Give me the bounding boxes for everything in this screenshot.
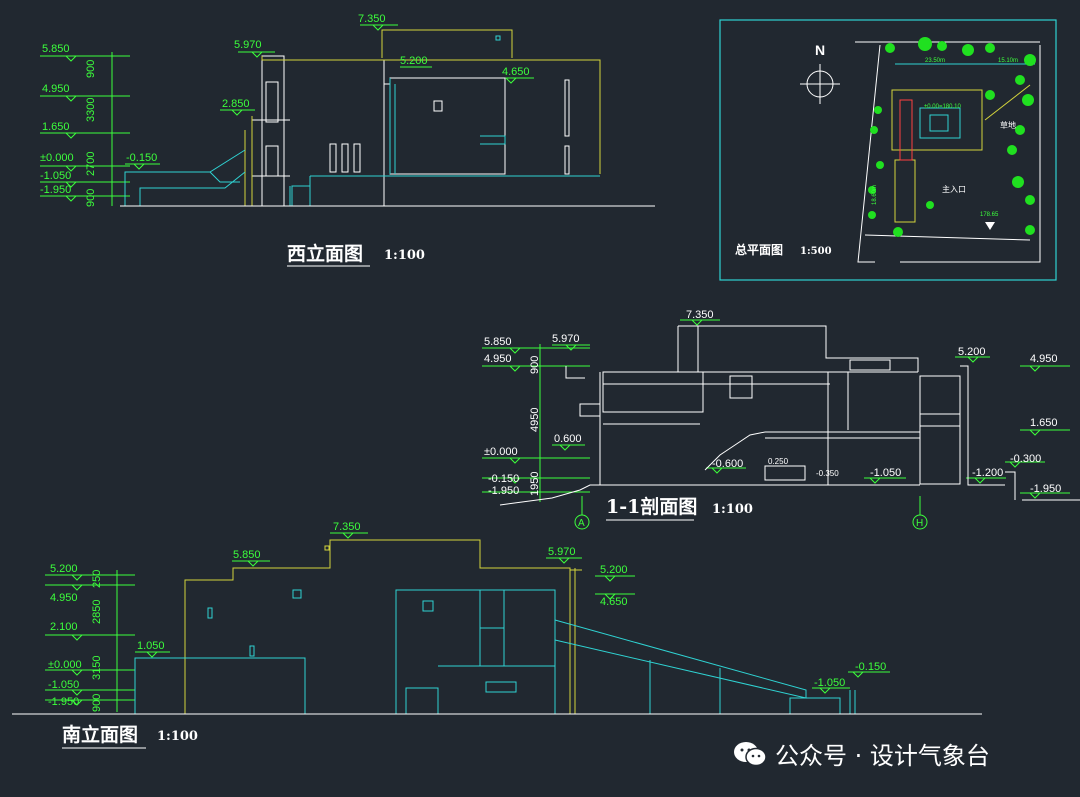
- sec-dim-4950: 4950: [529, 408, 541, 432]
- south-dim-900: 900: [91, 694, 103, 712]
- site-dim-2: 15.10m: [998, 58, 1018, 64]
- sec-right-m1950: -1.950: [1030, 483, 1061, 495]
- sec-right-1650: 1.650: [1030, 417, 1058, 429]
- sec-inner-m0600: -0.600: [712, 458, 743, 470]
- sec-inner-m1050: -1.050: [870, 467, 901, 479]
- south-level-0000: ±0.000: [48, 659, 82, 671]
- south-right-4650: 4.650: [600, 596, 628, 608]
- north-arrow-label: N: [815, 42, 825, 58]
- west-roof-2850: 2.850: [222, 98, 250, 110]
- section-scale: 1:100: [712, 502, 753, 517]
- west-level-1650: 1.650: [42, 121, 70, 133]
- west-dim-3300: 3300: [85, 98, 97, 122]
- sec-inner-m0350: -0.350: [816, 469, 839, 478]
- site-plan: [719, 19, 1057, 281]
- south-right-m1050: -1.050: [814, 677, 845, 689]
- sec-level-m1950: -1.950: [488, 485, 519, 497]
- south-elevation-scale: 1:100: [157, 729, 198, 744]
- sec-dim-900: 900: [529, 356, 541, 374]
- sec-dim-1950: 1950: [529, 472, 541, 496]
- west-elevation-labels: 5.850 4.950 1.650 ±0.000 -1.050 -1.950 9…: [40, 13, 530, 267]
- south-top-5970: 5.970: [548, 546, 576, 558]
- watermark-text: 公众号 · 设计气象台: [775, 742, 990, 770]
- west-dim-900b: 900: [85, 189, 97, 207]
- sec-right-4950: 4.950: [1030, 353, 1058, 365]
- south-top-5850: 5.850: [233, 549, 261, 561]
- west-dim-900a: 900: [85, 60, 97, 78]
- site-plan-scale: 1:500: [800, 246, 832, 257]
- west-roof-5970: 5.970: [234, 39, 262, 51]
- axis-h-label: H: [916, 518, 923, 529]
- south-level-m1050: -1.050: [48, 679, 79, 691]
- west-level-5850: 5.850: [42, 43, 70, 55]
- west-dim-2700: 2700: [85, 152, 97, 176]
- site-dim-3: 18.60m: [872, 185, 878, 205]
- section-1-1: [482, 319, 1080, 530]
- south-right-5200: 5.200: [600, 564, 628, 576]
- sec-inner-0600: 0.600: [554, 433, 582, 445]
- site-dim-1: 23.50m: [925, 58, 945, 64]
- sec-level-0000: ±0.000: [484, 446, 518, 458]
- sec-level-5850: 5.850: [484, 336, 512, 348]
- site-elev-label: 178.65: [980, 212, 999, 218]
- south-level-m1950: -1.950: [48, 696, 79, 708]
- west-roof-m0150: -0.150: [126, 152, 157, 164]
- section-1-1-labels: 5.850 4.950 ±0.000 -0.150 -1.950 900 495…: [484, 309, 1061, 529]
- sec-inner-m1200: -1.200: [972, 467, 1003, 479]
- sec-right-5200: 5.200: [958, 346, 986, 358]
- wechat-icon: [733, 740, 767, 768]
- south-level-2100: 2.100: [50, 621, 78, 633]
- south-elevation-labels: 5.200 4.950 2.100 ±0.000 -1.050 -1.950 2…: [48, 521, 886, 749]
- west-roof-4650: 4.650: [502, 66, 530, 78]
- west-level-m1950: -1.950: [40, 184, 71, 196]
- sec-inner-0250: 0.250: [768, 457, 789, 466]
- south-top-7350: 7.350: [333, 521, 361, 533]
- south-dim-2850: 2850: [91, 600, 103, 624]
- west-roof-7350: 7.350: [358, 13, 386, 25]
- axis-a-label: A: [578, 518, 585, 529]
- section-title: 1-1剖面图: [606, 495, 697, 518]
- site-plan-labels: N ±0.00=180.10 草地 主入口 178.65 23.50m 15.1…: [735, 42, 1018, 257]
- sec-level-m0150: -0.150: [488, 473, 519, 485]
- south-dim-3150: 3150: [91, 656, 103, 680]
- watermark: 公众号 · 设计气象台: [733, 736, 990, 771]
- site-entrance-label: 主入口: [942, 184, 966, 194]
- south-elevation: [12, 532, 982, 715]
- west-level-m1050: -1.050: [40, 170, 71, 182]
- site-level-label: ±0.00=180.10: [924, 104, 961, 110]
- west-level-4950: 4.950: [42, 83, 70, 95]
- south-top-1050: 1.050: [137, 640, 165, 652]
- sec-level-4950: 4.950: [484, 353, 512, 365]
- west-elevation-scale: 1:100: [384, 248, 425, 263]
- site-grass-label: 草地: [1000, 120, 1016, 130]
- sec-right-m0300: -0.300: [1010, 453, 1041, 465]
- south-right-m0150: -0.150: [855, 661, 886, 673]
- south-level-4950: 4.950: [50, 592, 78, 604]
- sec-top-5970: 5.970: [552, 333, 580, 345]
- south-level-5200: 5.200: [50, 563, 78, 575]
- west-elevation: [40, 24, 655, 207]
- site-plan-title: 总平面图: [735, 242, 783, 257]
- south-dim-250: 250: [91, 570, 103, 588]
- west-level-0000: ±0.000: [40, 152, 74, 164]
- south-elevation-title: 南立面图: [62, 723, 138, 746]
- sec-top-7350: 7.350: [686, 309, 714, 321]
- west-roof-5200: 5.200: [400, 55, 428, 67]
- west-elevation-title: 西立面图: [287, 242, 363, 265]
